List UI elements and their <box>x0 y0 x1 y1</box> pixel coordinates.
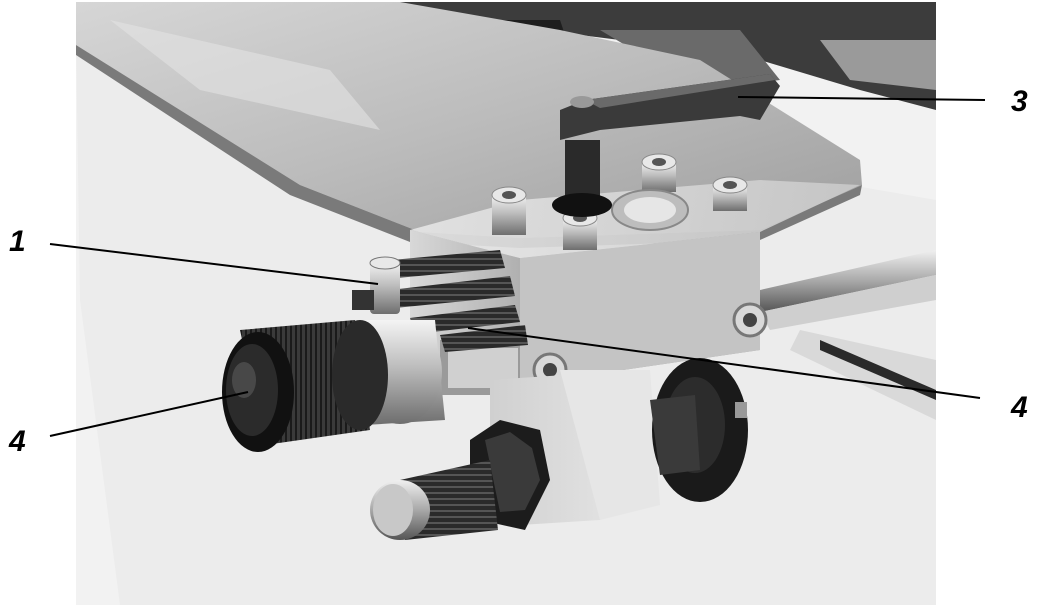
callout-label-1: 1 <box>9 225 26 258</box>
leader-lines <box>49 96 986 437</box>
callout-label-3: 3 <box>1011 85 1028 118</box>
callout-label-4-right: 4 <box>1011 391 1028 424</box>
callout-label-4-left: 4 <box>9 425 26 458</box>
